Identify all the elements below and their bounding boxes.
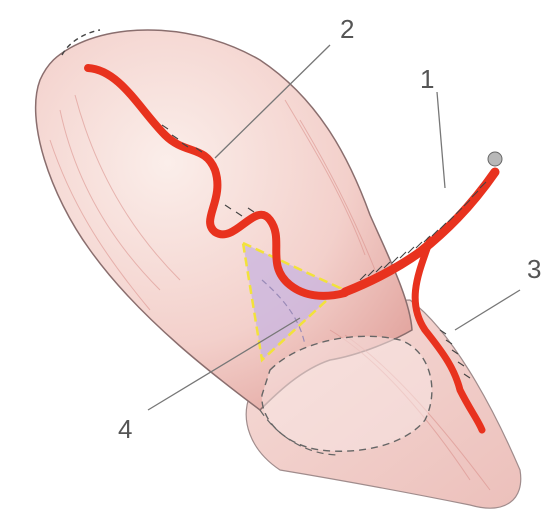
callout-label-4: 4 (118, 414, 132, 444)
callout-label-2: 2 (340, 14, 354, 44)
leader-1 (437, 92, 445, 188)
leader-3 (455, 290, 520, 330)
callout-label-1: 1 (420, 64, 434, 94)
vessel-tip (488, 152, 502, 166)
callout-label-3: 3 (527, 254, 541, 284)
